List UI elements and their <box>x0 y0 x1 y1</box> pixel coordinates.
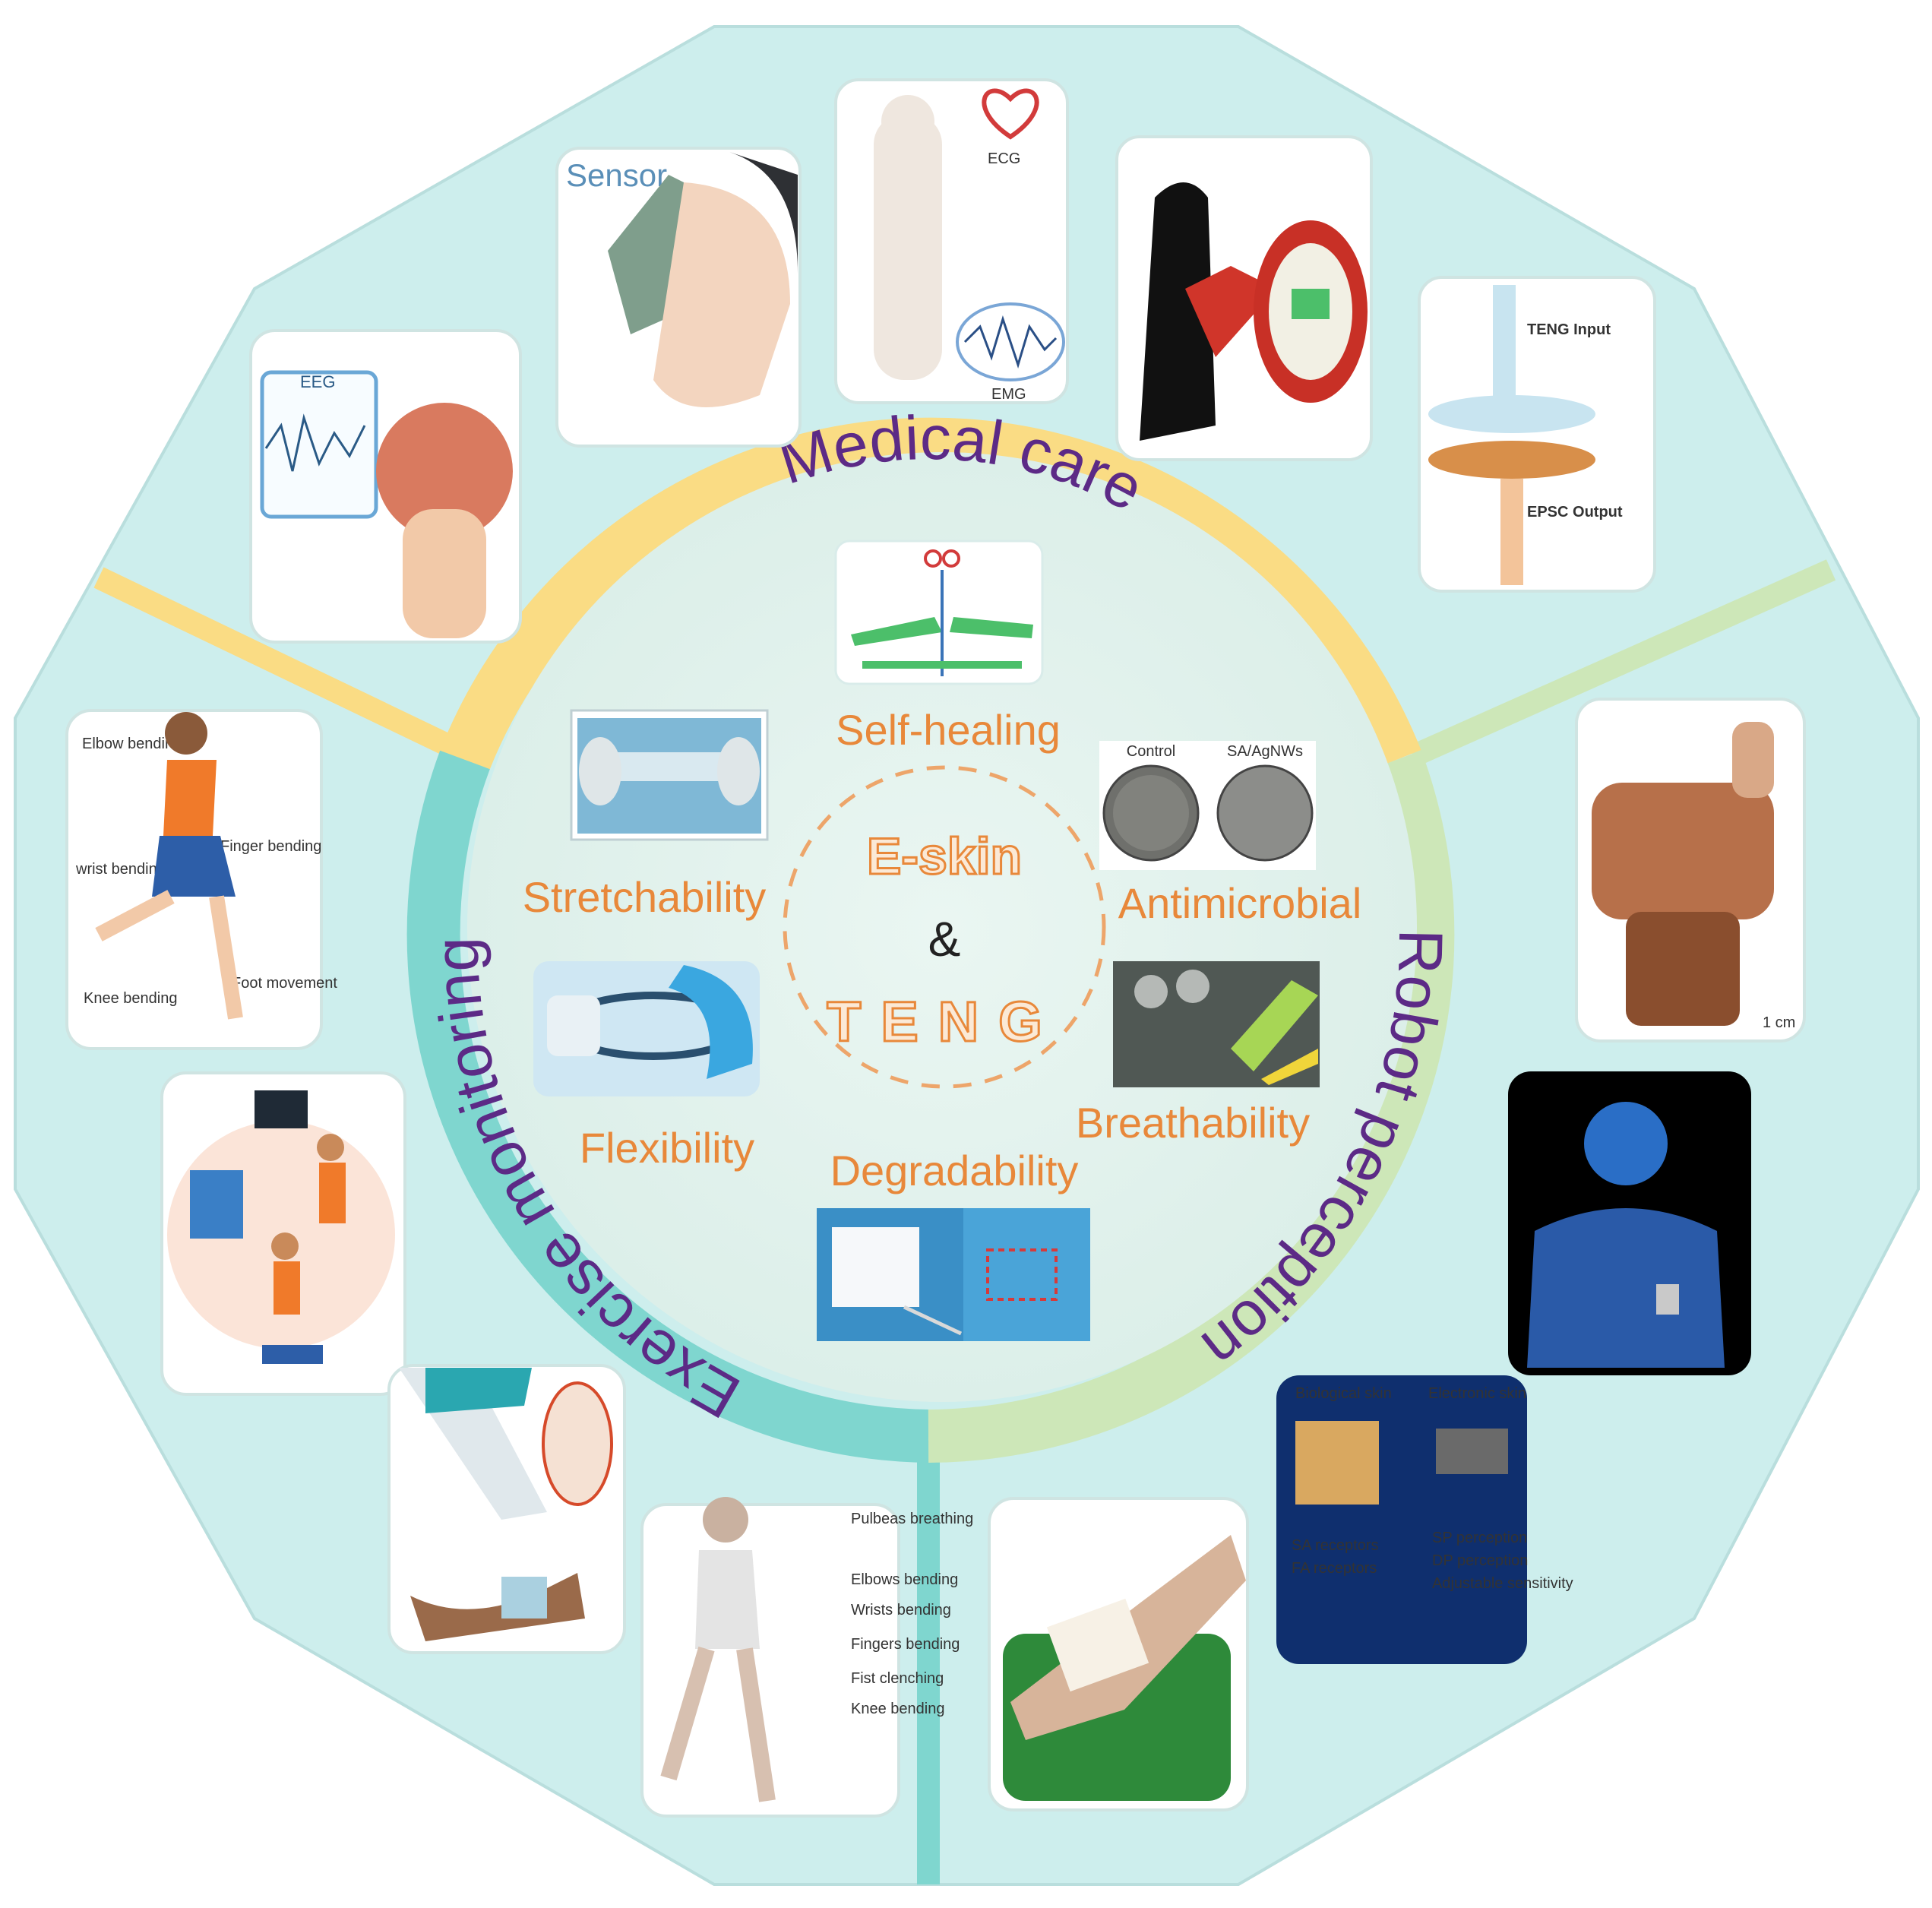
ring-medical <box>440 417 1421 770</box>
divider-medical-exercise <box>93 567 492 774</box>
label-ecg: ECG <box>988 150 1020 167</box>
label-runner-knee: Knee bending <box>851 1701 944 1717</box>
panel-bio-electronic-skin: Biological skin Electronic skin SA recep… <box>1276 1375 1573 1664</box>
label-finger-bending: Finger bending <box>220 838 321 855</box>
divider-medical-robot <box>1408 559 1836 767</box>
panel-runner-woman: Elbow bending Finger bending wrist bendi… <box>65 709 337 1050</box>
panel-silhouette <box>1115 135 1373 461</box>
label-fa-receptors: FA receptors <box>1292 1560 1377 1577</box>
ring-robot <box>928 750 1455 1463</box>
flexibility-image <box>533 961 760 1096</box>
label-elbow-bending: Elbow bending <box>82 736 182 752</box>
label-runner-breathing: Pulbeas breathing <box>851 1511 973 1527</box>
petri-dish-sa-agnws <box>1216 764 1314 862</box>
antimicrobial-image: Control SA/AgNWs <box>1099 741 1316 870</box>
label-teng-input: TENG Input <box>1527 321 1611 338</box>
ring-exercise <box>406 750 929 1463</box>
label-sp-perception: SP perception <box>1432 1530 1527 1546</box>
panel-gym <box>160 1071 406 1396</box>
panel-ecg-emg: ECG EMG <box>834 78 1069 404</box>
center-dashed-circle <box>783 765 1106 1089</box>
label-scale-1cm: 1 cm <box>1763 1014 1795 1031</box>
property-self-healing: Self-healing <box>836 706 1061 754</box>
inner-disc <box>467 452 1417 1402</box>
label-eeg: EEG <box>300 372 335 391</box>
panel-runner-man <box>640 1497 900 1818</box>
label-sa-agnws: SA/AgNWs <box>1227 743 1303 760</box>
scissors-icon <box>924 549 942 568</box>
label-epsc-output: EPSC Output <box>1527 504 1623 521</box>
center-title-teng: TENG <box>827 990 1062 1053</box>
center-ampersand: & <box>928 912 961 967</box>
property-antimicrobial: Antimicrobial <box>1118 879 1362 927</box>
breathability-image <box>1113 961 1320 1087</box>
panel-wrist-sensor <box>387 1364 626 1654</box>
label-runner-wrists: Wrists bending <box>851 1602 951 1618</box>
label-biological-skin: Biological skin <box>1295 1385 1392 1402</box>
label-electronic-skin: Electronic skin <box>1428 1385 1526 1402</box>
label-dp-perception: DP perception <box>1432 1552 1528 1569</box>
self-healing-image <box>834 539 1044 685</box>
panel-blue-body <box>1508 1071 1751 1375</box>
label-emg: EMG <box>991 386 1026 403</box>
panel-eeg: EEG <box>249 329 522 644</box>
degradability-image <box>817 1208 1090 1341</box>
panel-sensor-mask: Sensor <box>555 147 802 448</box>
label-control: Control <box>1127 743 1175 760</box>
heart-icon <box>982 88 1039 140</box>
label-sensor: Sensor <box>566 157 667 193</box>
center-title-eskin: E-skin <box>867 827 1022 885</box>
panel-teng-epsc: TENG Input EPSC Output <box>1418 276 1656 593</box>
property-degradability: Degradability <box>830 1147 1079 1194</box>
label-sa-receptors: SA receptors <box>1292 1537 1379 1554</box>
label-runner-fist: Fist clenching <box>851 1670 944 1687</box>
property-breathability: Breathability <box>1076 1099 1310 1147</box>
label-runner-elbows: Elbows bending <box>851 1571 958 1588</box>
panel-sensor-hand <box>988 1497 1249 1811</box>
stretchability-image <box>570 709 769 841</box>
label-adjustable-sensitivity: Adjustable sensitivity <box>1432 1575 1573 1592</box>
property-stretchability: Stretchability <box>523 873 767 921</box>
label-runner-fingers: Fingers bending <box>851 1636 960 1653</box>
label-knee-bending: Knee bending <box>84 990 177 1007</box>
label-foot-movement: Foot movement <box>232 975 337 992</box>
label-wrist-bending: wrist bending <box>75 861 166 878</box>
panel-wooden-hand: 1 cm <box>1575 698 1806 1043</box>
property-flexibility: Flexibility <box>580 1124 754 1172</box>
